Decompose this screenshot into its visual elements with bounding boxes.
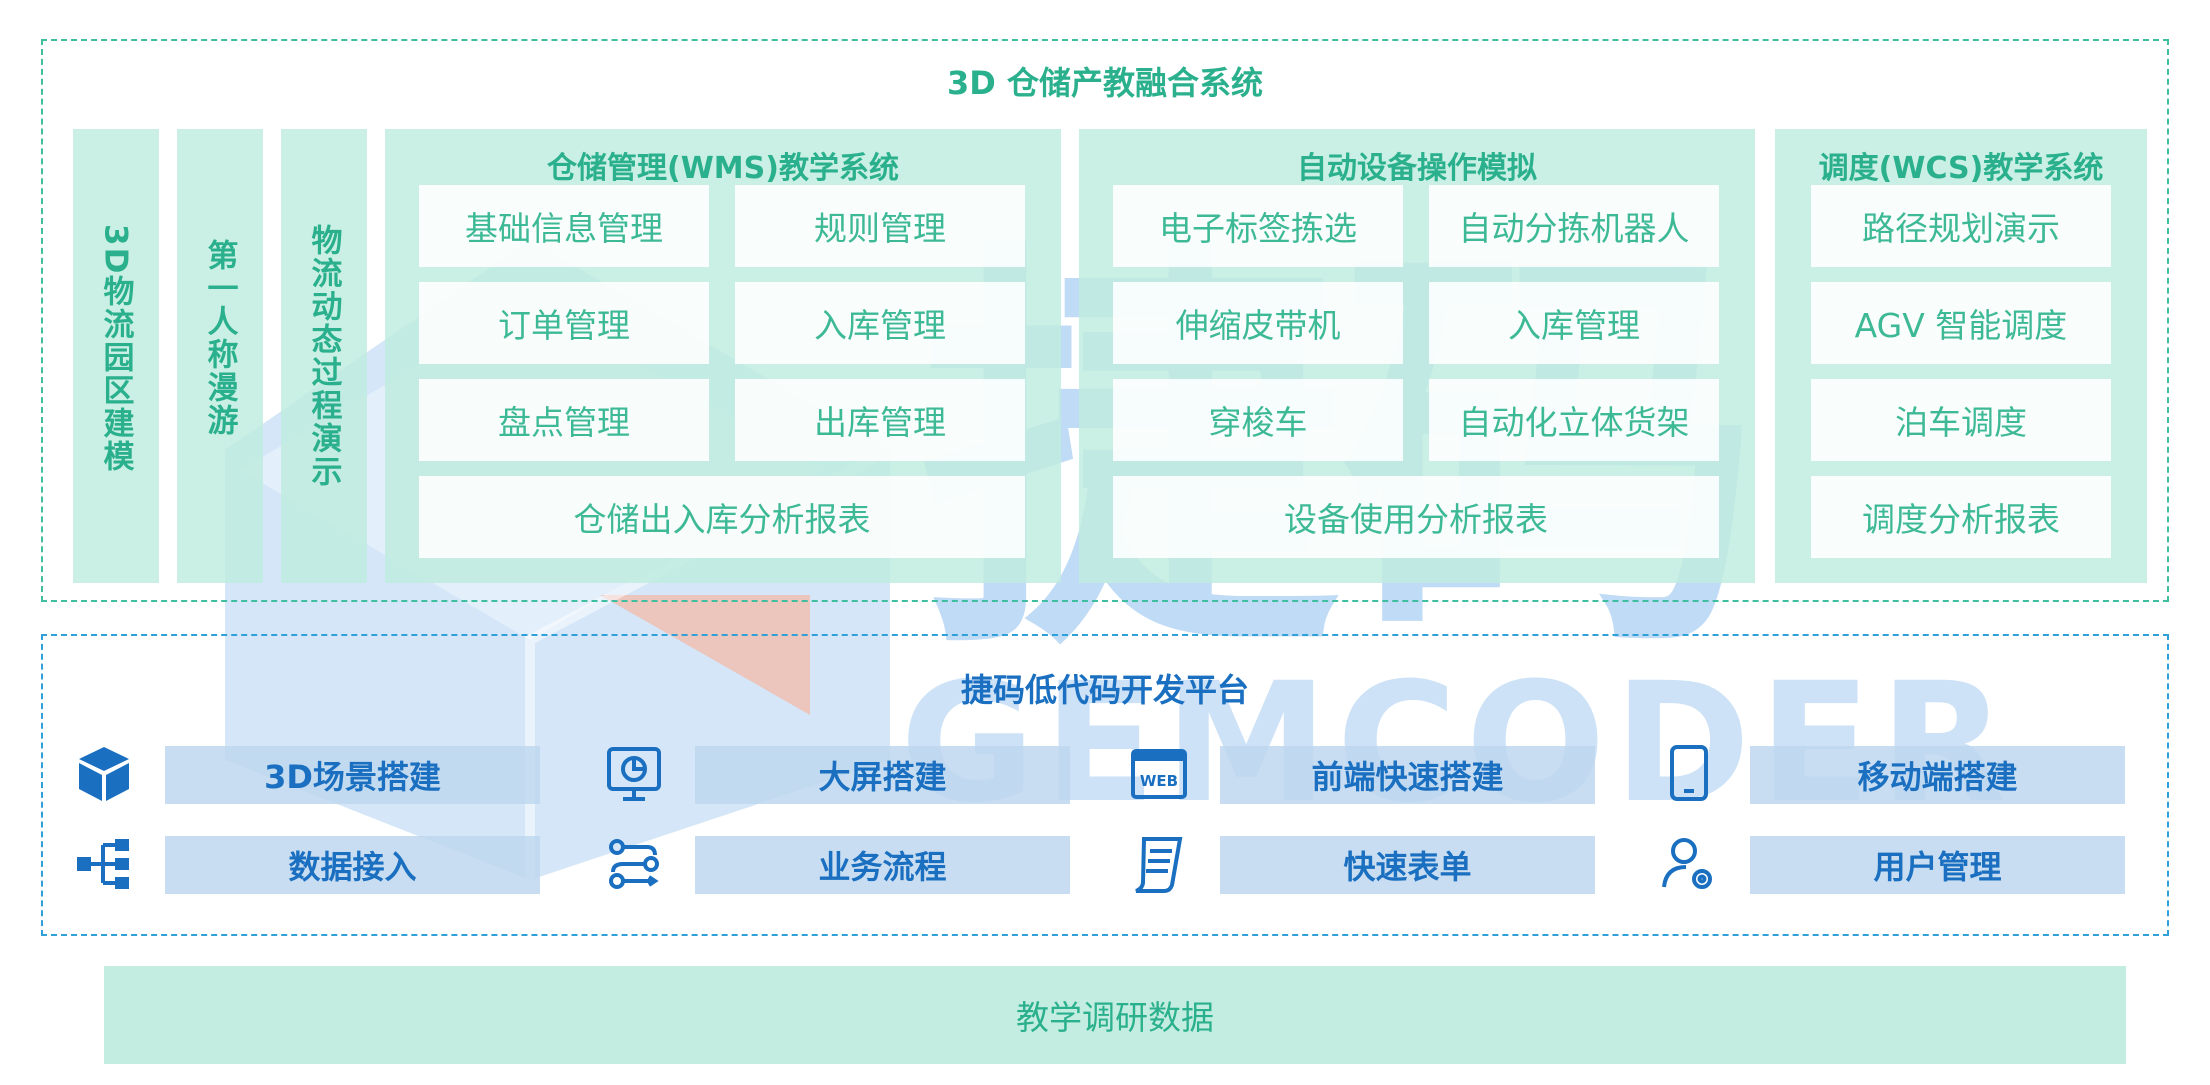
form-icon	[1125, 830, 1193, 898]
side-column-park-modeling[interactable]: 3D物流园区建模	[73, 129, 159, 583]
wms-cell-outbound[interactable]: 出库管理	[735, 379, 1025, 461]
wcs-panel: 调度(WCS)教学系统 路径规划演示 AGV 智能调度 泊车调度 调度分析报表	[1775, 129, 2147, 583]
platform-item-3d-scene[interactable]: 3D场景搭建	[165, 746, 540, 804]
wms-cell-rules[interactable]: 规则管理	[735, 185, 1025, 267]
platform-frame	[41, 634, 2169, 936]
platform-item-frontend[interactable]: 前端快速搭建	[1220, 746, 1595, 804]
wms-cell-orders[interactable]: 订单管理	[419, 282, 709, 364]
platform-item-big-screen[interactable]: 大屏搭建	[695, 746, 1070, 804]
equipment-cell-pick-to-light[interactable]: 电子标签拣选	[1113, 185, 1403, 267]
side-column-label: 第一人称漫游	[201, 239, 238, 437]
platform-item-user-management[interactable]: 用户管理	[1750, 836, 2125, 894]
wms-cell-inbound[interactable]: 入库管理	[735, 282, 1025, 364]
web-icon: WEB	[1125, 740, 1193, 808]
wms-cell-report[interactable]: 仓储出入库分析报表	[419, 476, 1025, 558]
equipment-panel: 自动设备操作模拟 电子标签拣选 自动分拣机器人 伸缩皮带机 入库管理 穿梭车 自…	[1079, 129, 1755, 583]
platform-title: 捷码低代码开发平台	[960, 671, 1249, 709]
equipment-cell-report[interactable]: 设备使用分析报表	[1113, 476, 1719, 558]
wcs-title: 调度(WCS)教学系统	[1818, 151, 2104, 186]
equipment-title: 自动设备操作模拟	[1297, 151, 1537, 186]
wcs-cell-parking[interactable]: 泊车调度	[1811, 379, 2111, 461]
side-column-label: 3D物流园区建模	[97, 224, 134, 474]
tablet-icon	[1655, 740, 1723, 808]
wms-cell-basic-info[interactable]: 基础信息管理	[419, 185, 709, 267]
side-column-label: 物流动态过程演示	[305, 224, 342, 488]
cube-icon	[70, 740, 138, 808]
svg-text:WEB: WEB	[1140, 772, 1178, 790]
side-column-process-demo[interactable]: 物流动态过程演示	[281, 129, 367, 583]
platform-item-data-access[interactable]: 数据接入	[165, 836, 540, 894]
platform-item-workflow[interactable]: 业务流程	[695, 836, 1070, 894]
wms-cell-inventory[interactable]: 盘点管理	[419, 379, 709, 461]
equipment-cell-inbound[interactable]: 入库管理	[1429, 282, 1719, 364]
wcs-cell-agv[interactable]: AGV 智能调度	[1811, 282, 2111, 364]
wms-panel: 仓储管理(WMS)教学系统 基础信息管理 规则管理 订单管理 入库管理 盘点管理…	[385, 129, 1061, 583]
dashboard-screen-icon	[600, 740, 668, 808]
platform-item-mobile[interactable]: 移动端搭建	[1750, 746, 2125, 804]
equipment-cell-belt-conveyor[interactable]: 伸缩皮带机	[1113, 282, 1403, 364]
equipment-cell-sorting-robot[interactable]: 自动分拣机器人	[1429, 185, 1719, 267]
data-tree-icon	[70, 830, 138, 898]
equipment-cell-shuttle[interactable]: 穿梭车	[1113, 379, 1403, 461]
side-column-first-person[interactable]: 第一人称漫游	[177, 129, 263, 583]
teaching-system-frame	[41, 39, 2169, 602]
wcs-cell-report[interactable]: 调度分析报表	[1811, 476, 2111, 558]
platform-item-quick-form[interactable]: 快速表单	[1220, 836, 1595, 894]
equipment-cell-asrs[interactable]: 自动化立体货架	[1429, 379, 1719, 461]
teaching-research-data-bar: 教学调研数据	[104, 966, 2126, 1064]
wcs-cell-path-planning[interactable]: 路径规划演示	[1811, 185, 2111, 267]
user-settings-icon	[1655, 830, 1723, 898]
teaching-system-title: 3D 仓储产教融合系统	[947, 64, 1263, 102]
wms-title: 仓储管理(WMS)教学系统	[547, 151, 899, 186]
workflow-icon	[600, 830, 668, 898]
